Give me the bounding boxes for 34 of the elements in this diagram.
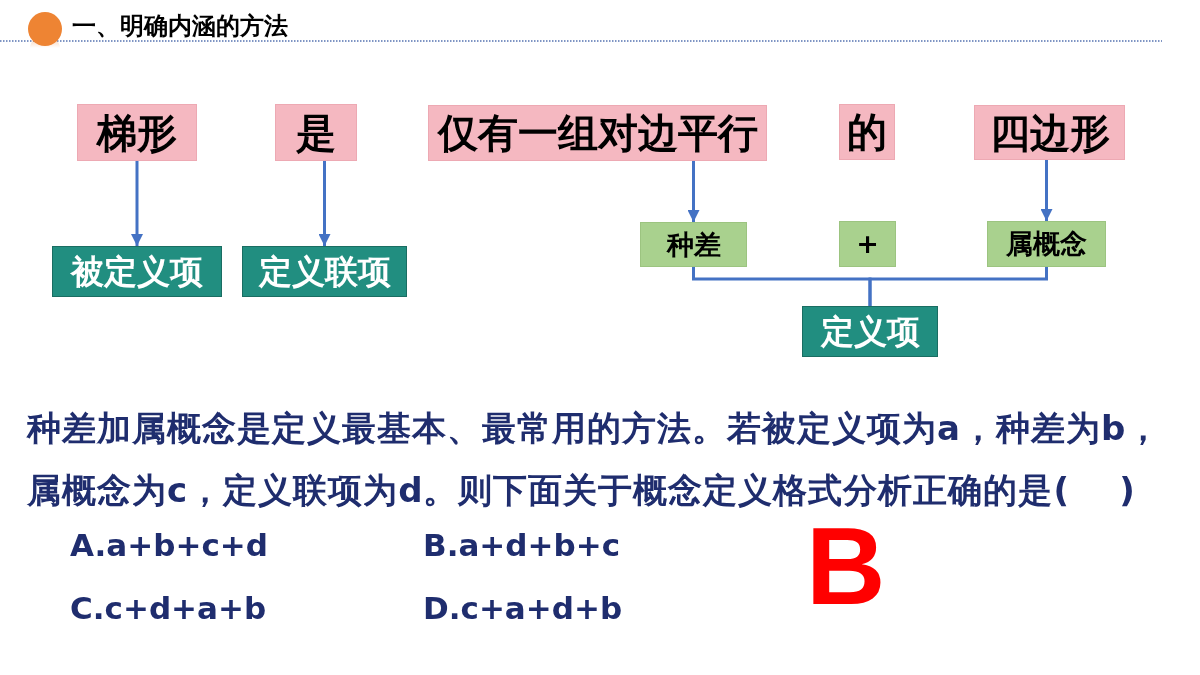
term-role-box (242, 246, 407, 297)
arrow (318, 161, 331, 246)
box-label: 仅有一组对边平行 (437, 110, 758, 156)
box-label: 定义项 (820, 312, 920, 351)
arrow (1040, 160, 1053, 221)
component-box (987, 221, 1106, 267)
term-box (428, 105, 767, 161)
question-text: 种差加属概念是定义最基本、最常用的方法。若被定义项为a，种差为b，属概念为c，定义联项为d。则下面关于概念定义格式分析正确的是( ) (27, 407, 1163, 512)
term-box (839, 104, 895, 160)
box-label: 定义联项 (258, 252, 391, 291)
connector-line (868, 267, 1048, 306)
arrow (131, 161, 143, 246)
answer-option: C.c+d+a+b (70, 590, 267, 627)
answer-option: A.a+b+c+d (70, 527, 268, 564)
box-label: 四边形 (989, 109, 1110, 156)
term-box (275, 104, 357, 161)
term-role-box (802, 306, 938, 357)
box-label: 种差 (666, 228, 721, 260)
component-box (640, 222, 747, 267)
box-label: 被定义项 (71, 252, 203, 291)
answer-option: D.c+a+d+b (423, 590, 623, 627)
box-label: 是 (296, 109, 336, 156)
component-box (839, 221, 896, 267)
term-box (77, 104, 197, 161)
box-label: 梯形 (97, 109, 177, 156)
box-label: 的 (847, 109, 887, 155)
slide-title: 一、明确内涵的方法 (72, 11, 288, 42)
term-box (974, 105, 1125, 160)
box-label: + (856, 228, 879, 260)
answer-option: B.a+d+b+c (423, 527, 620, 564)
box-label: 属概念 (1006, 228, 1087, 260)
arrow (687, 161, 700, 222)
answer-letter: B (806, 511, 886, 621)
term-role-box (52, 246, 222, 297)
